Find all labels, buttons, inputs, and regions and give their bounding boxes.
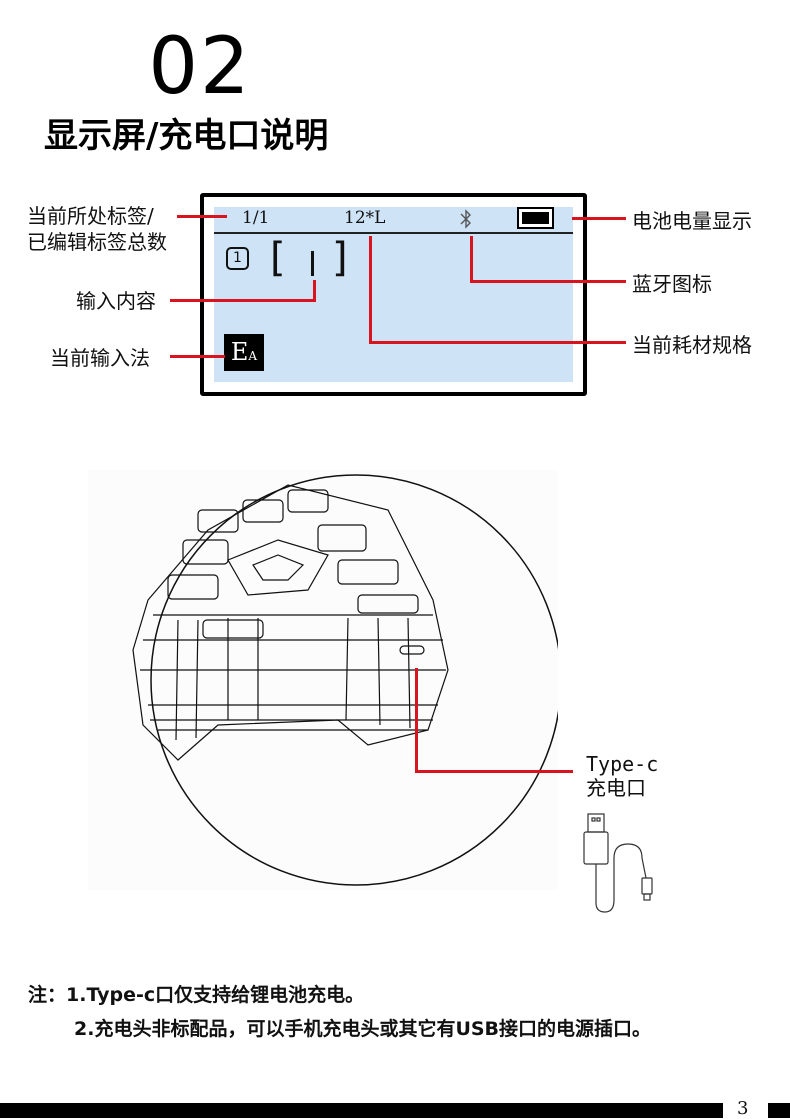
callout-line-typec-v xyxy=(415,668,418,773)
battery-icon xyxy=(517,207,554,229)
callout-line-input-content-h xyxy=(170,299,316,302)
text-cursor xyxy=(311,251,314,276)
bluetooth-icon xyxy=(460,209,471,229)
callout-line-consumable-v xyxy=(369,236,372,343)
callout-current-label-line1: 当前所处标签/ xyxy=(27,204,154,228)
note-1-text: 1.Type-c口仅支持给锂电池充电。 xyxy=(66,984,365,1006)
callout-current-label: 当前所处标签/ 已编辑标签总数 xyxy=(27,203,167,255)
callout-line-current-label xyxy=(177,215,227,218)
section-number: 02 xyxy=(148,22,252,112)
callout-bluetooth: 蓝牙图标 xyxy=(632,272,712,296)
callout-consumable-spec: 当前耗材规格 xyxy=(632,333,752,357)
lcd-status-divider xyxy=(214,232,573,234)
note-1: 注：1.Type-c口仅支持给锂电池充电。 xyxy=(28,980,364,1007)
note-2: 2.充电头非标配品，可以手机充电头或其它有USB接口的电源插口。 xyxy=(74,1018,652,1040)
section-title: 显示屏/充电口说明 xyxy=(44,116,329,156)
callout-line-consumable-h xyxy=(369,341,626,344)
callout-line-typec-h xyxy=(415,770,573,773)
callout-input-method: 当前输入法 xyxy=(50,346,150,370)
input-method-icon: EA xyxy=(224,334,264,371)
input-bracket-open: [ xyxy=(270,235,286,281)
callout-line-input-content-v xyxy=(313,280,316,302)
callout-line-battery xyxy=(572,217,626,220)
footer-bar-left xyxy=(0,1103,723,1118)
charging-port-label: Type-c 充电口 xyxy=(586,752,658,800)
callout-current-label-line2: 已编辑标签总数 xyxy=(27,230,167,254)
consumable-size: 12*L xyxy=(344,208,386,228)
callout-line-bluetooth-v xyxy=(470,236,473,282)
ime-main-letter: E xyxy=(230,338,249,366)
lcd-screen xyxy=(214,207,573,382)
charging-port-label-line1: Type-c xyxy=(586,752,659,776)
input-bracket-close: ] xyxy=(332,235,348,281)
note-prefix: 注： xyxy=(28,984,67,1006)
usb-cable-icon xyxy=(583,813,653,913)
callout-line-bluetooth-h xyxy=(470,280,626,283)
callout-line-input-method xyxy=(170,355,225,358)
page-indicator: 1/1 xyxy=(242,208,270,228)
page-number: 3 xyxy=(737,1098,749,1119)
device-charging-port-illustration xyxy=(88,470,558,890)
callout-input-content: 输入内容 xyxy=(76,289,156,313)
callout-battery: 电池电量显示 xyxy=(632,209,752,233)
charging-port-label-line2: 充电口 xyxy=(586,776,646,800)
label-index-icon: 1 xyxy=(226,247,249,270)
ime-sub-letter: A xyxy=(248,349,258,363)
footer-bar-right xyxy=(768,1103,790,1118)
